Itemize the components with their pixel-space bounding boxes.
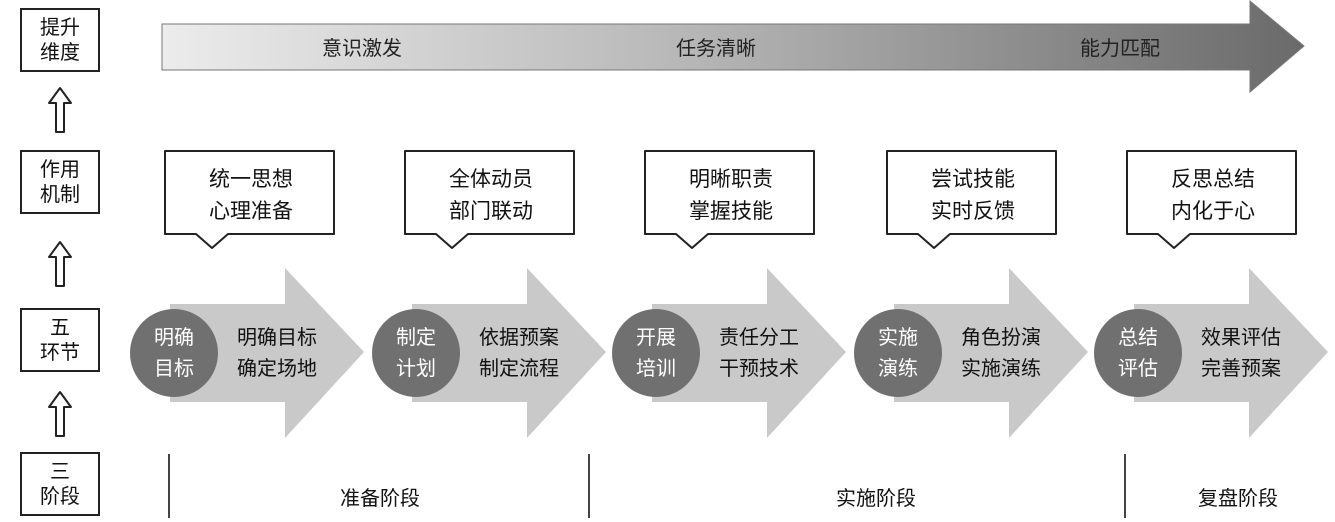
phase-label-review: 复盘阶段 [1198,486,1278,510]
mechanism-text: 全体动员 部门联动 [449,167,533,223]
step-title: 开展 培训 [636,325,676,380]
step-title: 总结 评估 [1118,325,1158,380]
step-description: 效果评估 完善预案 [1201,325,1281,380]
step-description: 依据预案 制定流程 [479,325,559,380]
phase-divider [588,454,590,518]
mechanism-text: 统一思想 心理准备 [209,167,293,223]
row-label-steps: 五 环节 [20,308,100,372]
dimension-label: 意识激发 [322,36,402,60]
mechanism-text: 尝试技能 实时反馈 [931,167,1015,223]
up-arrow-icon [48,241,72,287]
dimension-label: 任务清晰 [676,36,756,60]
step-description: 明确目标 确定场地 [237,325,317,380]
phase-divider [168,454,170,518]
phase-label-prepare: 准备阶段 [340,486,420,510]
step-description: 责任分工 干预技术 [719,325,799,380]
phase-divider [1124,454,1126,518]
step-arrow [372,268,606,438]
mechanism-callout [644,150,815,249]
step-title: 制定 计划 [396,325,436,380]
up-arrow-icon [48,391,72,437]
dimension-arrow [161,0,1305,94]
step-title: 实施 演练 [878,325,918,380]
row-label-dimension: 提升 维度 [20,8,100,72]
mechanism-callout [886,150,1057,249]
mechanism-text: 明晰职责 掌握技能 [689,167,773,223]
step-arrow [612,268,846,438]
mechanism-callout [404,150,575,249]
row-label-phases: 三 阶段 [20,452,100,516]
phase-label-implement: 实施阶段 [836,486,916,510]
step-arrow [854,268,1088,438]
step-arrow [130,268,364,438]
step-arrow [1094,268,1328,438]
row-label-mechanism: 作用 机制 [20,150,100,214]
dimension-label: 能力匹配 [1080,36,1160,60]
mechanism-callout [164,150,335,249]
mechanism-callout [1126,150,1297,249]
up-arrow-icon [48,87,72,133]
step-description: 角色扮演 实施演练 [961,325,1041,380]
step-title: 明确 目标 [154,325,194,380]
mechanism-text: 反思总结 内化于心 [1171,167,1255,223]
